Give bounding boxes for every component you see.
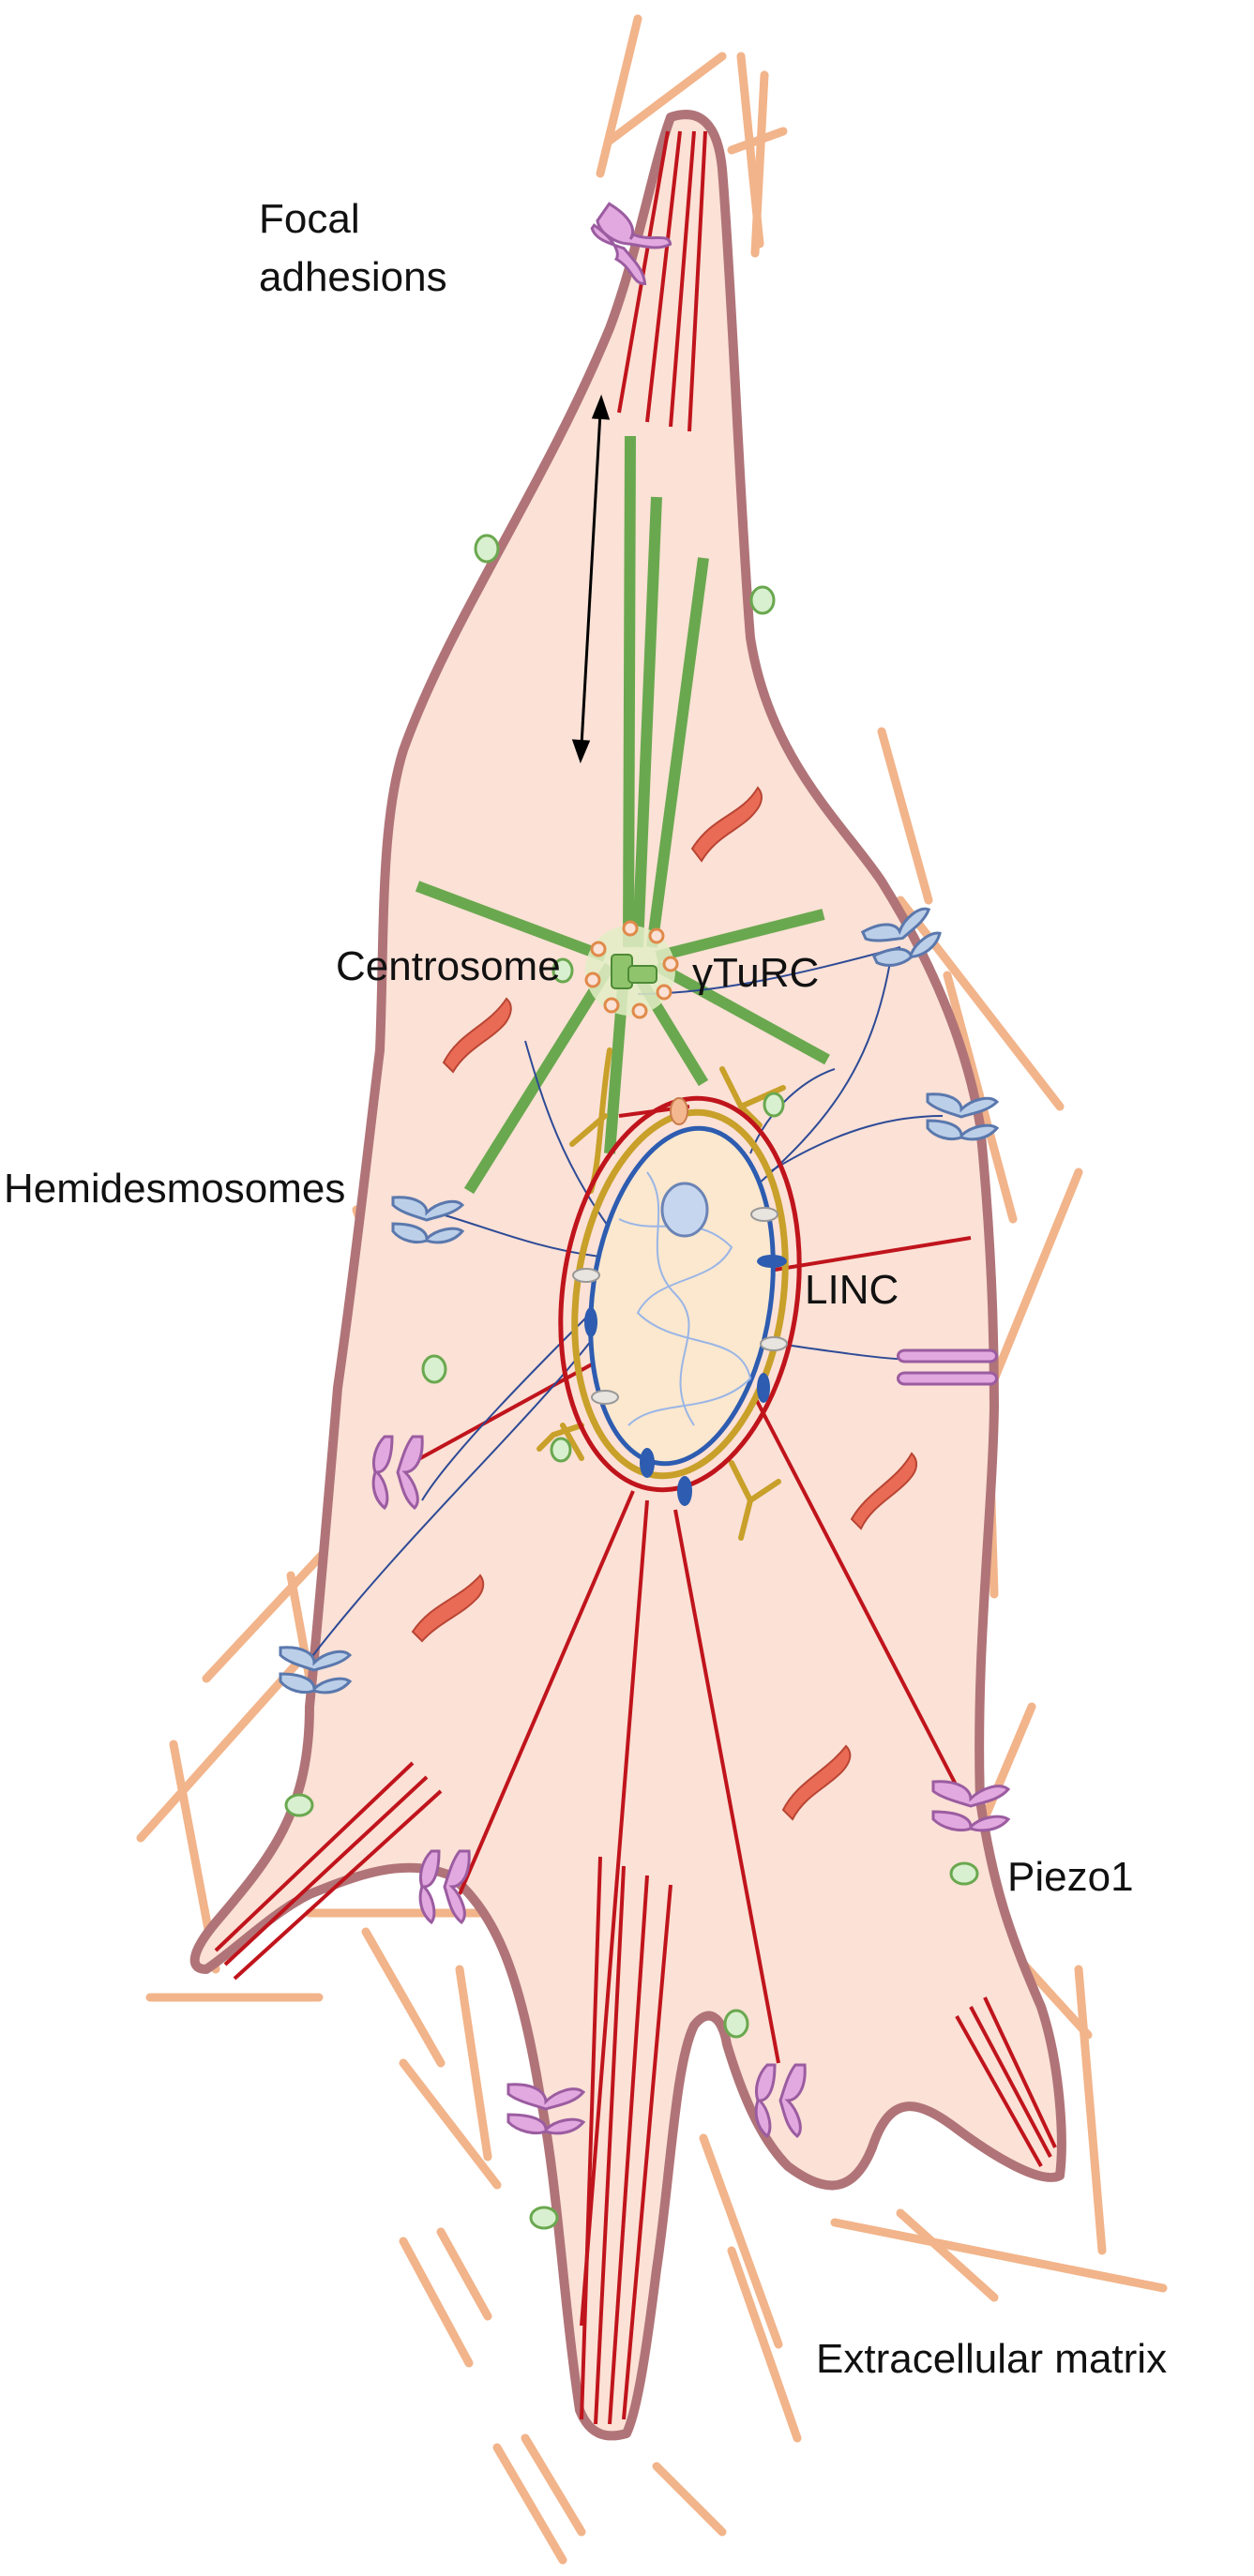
piezo1-channel (951, 1863, 977, 1884)
label-extracellular-matrix: Extracellular matrix (816, 2336, 1167, 2382)
ecm-fiber (703, 2138, 778, 2344)
ecm-fiber (366, 1932, 441, 2063)
label-focal-adhesions-line2: adhesions (259, 254, 447, 300)
gamma-turc (633, 1004, 646, 1017)
nesprin-anchor (671, 1098, 687, 1124)
gamma-turc (605, 999, 618, 1012)
piezo1-channel (531, 2207, 557, 2228)
piezo1-channel (725, 2011, 748, 2037)
nucleolus (662, 1183, 707, 1236)
gamma-turc (657, 986, 671, 999)
piezo1-channel (423, 1356, 446, 1382)
piezo1-channel (476, 535, 498, 562)
piezo1-channel (551, 1439, 570, 1461)
gamma-turc (592, 942, 605, 956)
nuclear-pore (751, 1208, 778, 1221)
label-hemidesmosomes: Hemidesmosomes (4, 1166, 345, 1212)
gamma-turc (664, 957, 677, 971)
linc-complex (584, 1307, 597, 1337)
centriole (628, 966, 657, 983)
nuclear-pore (573, 1269, 599, 1282)
ecm-fiber (657, 2466, 722, 2532)
gamma-turc (624, 922, 637, 935)
piezo1-channel (751, 587, 774, 613)
piezo1-channel (764, 1093, 783, 1116)
gamma-turc (586, 973, 599, 987)
nuclear-pore (761, 1337, 787, 1350)
gamma-turc (650, 929, 663, 942)
label-centrosome: Centrosome (336, 943, 561, 989)
label-focal-adhesions-line1: Focal (259, 196, 360, 242)
ecm-fiber (600, 19, 638, 173)
label-gamma-turc: γTuRC (692, 950, 819, 996)
ecm-fiber (835, 2222, 1163, 2288)
ecm-fiber (1079, 1969, 1102, 2251)
ecm-fiber (141, 1660, 300, 1838)
ecm-fiber (732, 2251, 797, 2438)
label-linc: LINC (805, 1267, 899, 1313)
linc-complex (757, 1255, 787, 1268)
microtubule (628, 436, 630, 947)
ecm-fiber (460, 1969, 488, 2157)
linc-complex (677, 1476, 692, 1506)
ecm-fiber (441, 2232, 488, 2316)
linc-complex (640, 1448, 655, 1478)
ecm-fiber (497, 2448, 563, 2560)
ecm-fiber (755, 75, 764, 253)
ecm-fiber (882, 731, 929, 900)
nuclear-pore (592, 1391, 618, 1404)
linc-complex (757, 1373, 770, 1403)
piezo1-channel (286, 1795, 312, 1815)
label-piezo1: Piezo1 (1007, 1854, 1134, 1900)
